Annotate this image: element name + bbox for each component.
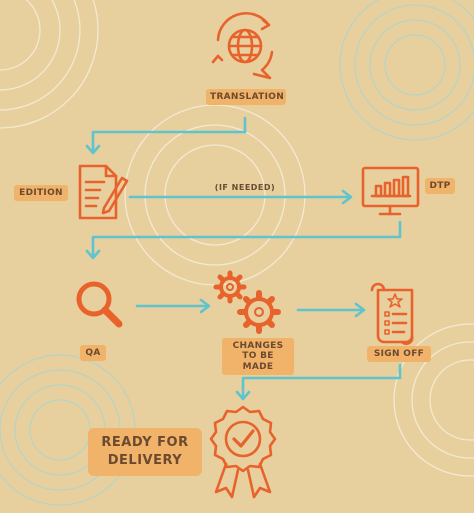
monitor-chart-icon	[361, 166, 420, 216]
gears-icon	[213, 270, 281, 334]
label-changes: CHANGES TO BE MADE	[222, 338, 294, 376]
label-ready-line2: DELIVERY	[107, 452, 183, 468]
label-changes-line1: CHANGES	[232, 341, 284, 351]
label-changes-line2: TO BE MADE	[242, 351, 274, 372]
label-sign-off: SIGN OFF	[367, 346, 431, 363]
label-qa: QA	[80, 345, 106, 362]
label-edition: EDITION	[14, 185, 68, 202]
label-ready-line1: READY FOR	[101, 435, 189, 450]
document-edit-icon	[78, 164, 129, 220]
globe-translation-icon	[211, 11, 274, 80]
label-translation: TRANSLATION	[206, 89, 286, 106]
checklist-scroll-icon	[370, 282, 414, 346]
arrow-translation-to-edition	[91, 116, 247, 154]
magnifier-icon	[76, 281, 123, 328]
label-ready-for-delivery: READY FOR DELIVERY	[88, 428, 202, 476]
arrow-signoff-to-ready	[241, 363, 402, 400]
label-dtp: DTP	[425, 178, 455, 195]
arrow-dtp-to-qa	[91, 220, 402, 259]
flow-arrows	[85, 116, 402, 401]
label-if-needed: (IF NEEDED)	[214, 183, 276, 192]
award-badge-icon	[209, 405, 277, 499]
